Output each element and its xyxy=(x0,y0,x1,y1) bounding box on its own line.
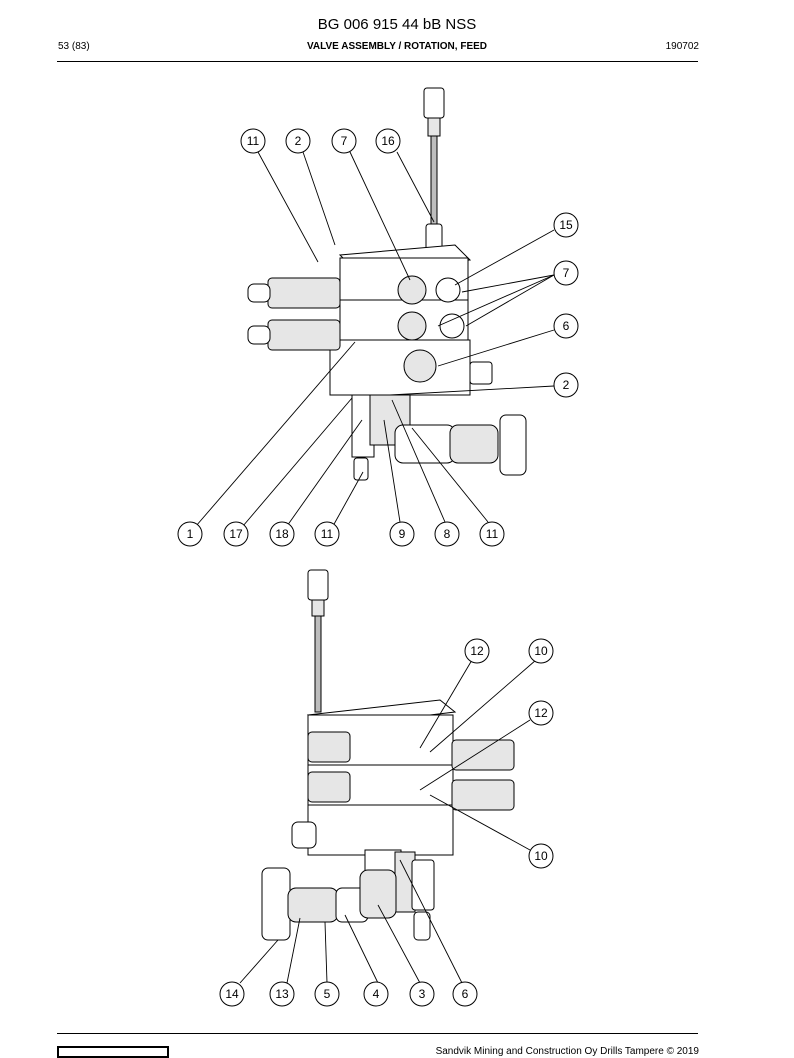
callout-label: 4 xyxy=(373,987,380,1001)
callout-label: 2 xyxy=(295,134,302,148)
callout-label: 12 xyxy=(470,644,484,658)
top-callout: 9 xyxy=(389,521,415,547)
bottom-callout: 6 xyxy=(452,981,478,1007)
callout-label: 10 xyxy=(534,849,548,863)
top-callout: 2 xyxy=(285,128,311,154)
callout-label: 9 xyxy=(399,527,406,541)
callout-label: 13 xyxy=(275,987,289,1001)
top-callout: 2 xyxy=(553,372,579,398)
top-callout: 11 xyxy=(314,521,340,547)
top-callout: 6 xyxy=(553,313,579,339)
top-callout: 7 xyxy=(553,260,579,286)
callout-label: 16 xyxy=(381,134,395,148)
top-callout: 18 xyxy=(269,521,295,547)
bottom-callout: 5 xyxy=(314,981,340,1007)
bottom-callout: 12 xyxy=(528,700,554,726)
page-number: 53 (83) xyxy=(58,41,90,52)
bottom-callout: 14 xyxy=(219,981,245,1007)
callout-label: 6 xyxy=(563,319,570,333)
document-title: BG 006 915 44 bB NSS xyxy=(317,16,477,33)
bottom-callout: 10 xyxy=(528,843,554,869)
callout-label: 1 xyxy=(187,527,194,541)
bottom-callout: 3 xyxy=(409,981,435,1007)
callout-label: 14 xyxy=(225,987,239,1001)
top-callout: 16 xyxy=(375,128,401,154)
callout-label: 7 xyxy=(563,266,570,280)
bottom-leader-lines xyxy=(239,659,537,984)
document-date: 190702 xyxy=(665,41,699,52)
top-callout: 7 xyxy=(331,128,357,154)
callout-label: 11 xyxy=(321,527,334,541)
bottom-callout: 12 xyxy=(464,638,490,664)
callout-label: 10 xyxy=(534,644,548,658)
top-callout: 1 xyxy=(177,521,203,547)
callout-label: 17 xyxy=(229,527,243,541)
callout-label: 18 xyxy=(275,527,289,541)
bottom-callout: 13 xyxy=(269,981,295,1007)
callout-label: 7 xyxy=(341,134,348,148)
top-leader-lines xyxy=(195,151,555,527)
company-logo xyxy=(57,1046,169,1058)
callout-label: 11 xyxy=(247,134,260,148)
footer-rule xyxy=(57,1033,698,1034)
callout-label: 8 xyxy=(444,527,451,541)
callout-label: 6 xyxy=(462,987,469,1001)
copyright-text: Sandvik Mining and Construction Oy Drill… xyxy=(435,1046,699,1057)
top-callout: 11 xyxy=(479,521,505,547)
top-callout: 15 xyxy=(553,212,579,238)
callout-label: 15 xyxy=(559,218,573,232)
section-title: VALVE ASSEMBLY / ROTATION, FEED xyxy=(306,41,488,52)
header-rule xyxy=(57,61,698,62)
top-assembly-illustration xyxy=(247,87,527,481)
callout-label: 5 xyxy=(324,987,331,1001)
top-callout: 8 xyxy=(434,521,460,547)
callout-label: 12 xyxy=(534,706,548,720)
bottom-callout: 4 xyxy=(363,981,389,1007)
callout-label: 3 xyxy=(419,987,426,1001)
bottom-assembly-illustration xyxy=(261,569,515,941)
top-callout: 11 xyxy=(240,128,266,154)
top-callout: 17 xyxy=(223,521,249,547)
bottom-callout: 10 xyxy=(528,638,554,664)
callout-label: 11 xyxy=(486,527,499,541)
callout-label: 2 xyxy=(563,378,570,392)
